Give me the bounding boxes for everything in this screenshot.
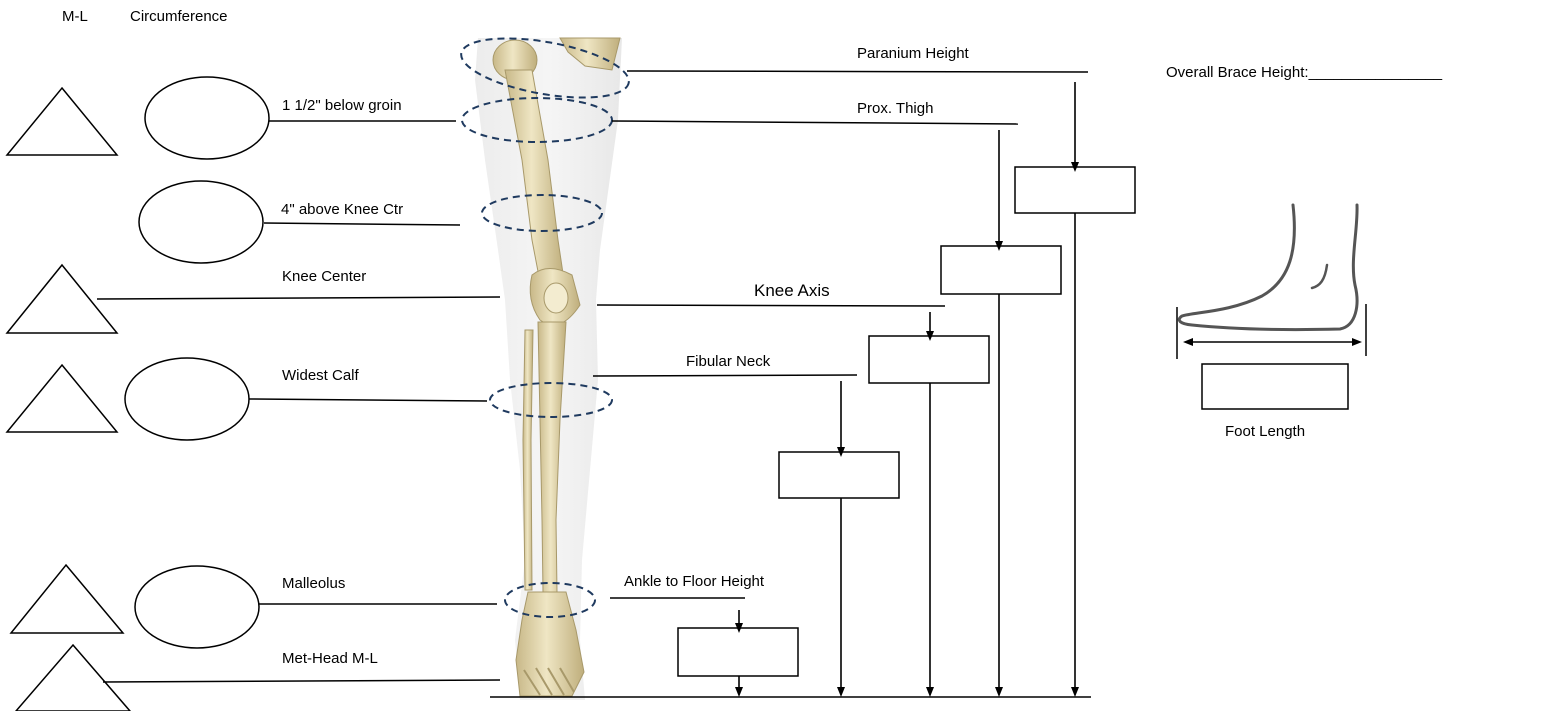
label-widest-calf: Widest Calf bbox=[282, 367, 359, 385]
label-below-groin: 1 1/2" below groin bbox=[282, 97, 402, 115]
box-ankle-floor bbox=[678, 628, 798, 676]
box-foot-length bbox=[1202, 364, 1348, 409]
box-prox-thigh bbox=[941, 246, 1061, 294]
label-prox-thigh: Prox. Thigh bbox=[857, 100, 933, 118]
overall-brace-height-text: Overall Brace Height: bbox=[1166, 64, 1309, 81]
patella bbox=[544, 283, 568, 313]
label-fibular-neck: Fibular Neck bbox=[686, 353, 770, 371]
box-knee-axis bbox=[869, 336, 989, 383]
foot-sketch bbox=[1177, 205, 1366, 359]
label-above-knee: 4" above Knee Ctr bbox=[281, 201, 403, 219]
entry-boxes bbox=[678, 167, 1348, 676]
ml-triangles bbox=[7, 88, 130, 711]
label-knee-center: Knee Center bbox=[282, 268, 366, 286]
box-paranium-height bbox=[1015, 167, 1135, 213]
foot-outline bbox=[1179, 205, 1357, 330]
label-malleolus: Malleolus bbox=[282, 575, 345, 593]
foot-ankle-detail bbox=[1312, 265, 1327, 288]
ml-triangle-below-groin bbox=[7, 88, 117, 155]
leg-illustration bbox=[475, 38, 622, 700]
ml-triangle-malleolus bbox=[11, 565, 123, 633]
ml-triangle-widest-calf bbox=[7, 365, 117, 432]
ml-column-header: M-L bbox=[62, 8, 88, 26]
label-ankle-floor: Ankle to Floor Height bbox=[624, 573, 764, 591]
label-paranium-height: Paranium Height bbox=[857, 45, 969, 63]
circumference-column-header: Circumference bbox=[130, 8, 228, 26]
ml-triangle-met-head bbox=[16, 645, 130, 711]
circ-oval-widest-calf bbox=[125, 358, 249, 440]
overall-brace-height-label: Overall Brace Height:________________ bbox=[1166, 64, 1442, 82]
fibula-bone bbox=[523, 330, 533, 590]
circ-oval-above-knee bbox=[139, 181, 263, 263]
overall-brace-height-blank: ________________ bbox=[1309, 64, 1442, 81]
label-met-head: Met-Head M-L bbox=[282, 650, 378, 668]
circ-oval-below-groin bbox=[145, 77, 269, 159]
label-foot-length: Foot Length bbox=[1225, 423, 1305, 441]
box-fibular-neck bbox=[779, 452, 899, 498]
circ-oval-malleolus bbox=[135, 566, 259, 648]
circumference-ovals bbox=[125, 77, 269, 648]
label-knee-axis: Knee Axis bbox=[754, 282, 830, 300]
